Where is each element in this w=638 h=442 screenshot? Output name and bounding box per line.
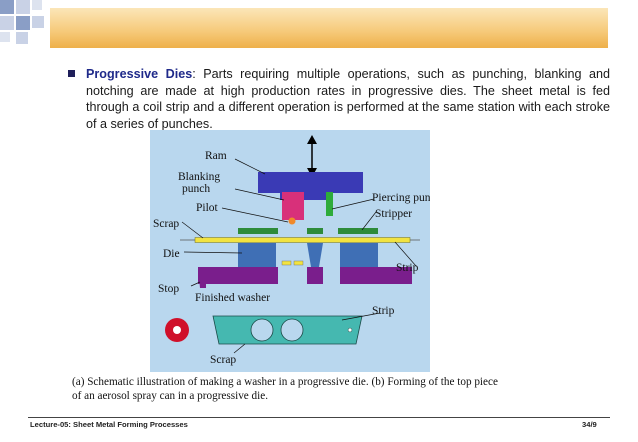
label-blanking: Blanking bbox=[178, 171, 220, 183]
bullet-term: Progressive Dies bbox=[86, 67, 193, 81]
stripper-right bbox=[338, 228, 378, 234]
label-stop: Stop bbox=[158, 283, 179, 295]
label-punch: punch bbox=[182, 183, 210, 195]
label-scrap-top: Scrap bbox=[153, 218, 179, 230]
pilot bbox=[288, 217, 296, 225]
blanking-punch bbox=[282, 192, 304, 220]
ram-holder bbox=[280, 193, 332, 200]
bullet-paragraph: Progressive Dies: Parts requiring multip… bbox=[86, 66, 610, 133]
ram-motion-arrow bbox=[307, 135, 317, 177]
caption-line-1: (a) Schematic illustration of making a w… bbox=[72, 376, 498, 388]
label-die: Die bbox=[163, 248, 180, 260]
stripper-middle bbox=[307, 228, 323, 234]
progressive-die-diagram: Ram Blanking punch Pilot Scrap Die Stop … bbox=[153, 135, 430, 366]
progressive-die-figure: Ram Blanking punch Pilot Scrap Die Stop … bbox=[150, 130, 430, 372]
header-bar bbox=[50, 8, 608, 48]
label-pilot: Pilot bbox=[196, 202, 219, 214]
stop bbox=[198, 267, 206, 288]
label-scrap-bottom: Scrap bbox=[210, 354, 236, 366]
square-bullet-icon bbox=[68, 70, 75, 77]
label-strip-bottom: Strip bbox=[372, 305, 395, 317]
caption-line-2: of an aerosol spray can in a progressive… bbox=[72, 389, 269, 402]
die-left bbox=[238, 243, 276, 267]
figure-caption: (a) Schematic illustration of making a w… bbox=[72, 376, 572, 403]
label-piercing-punch: Piercing punch bbox=[372, 192, 430, 204]
ram bbox=[258, 172, 363, 193]
label-finished-washer: Finished washer bbox=[195, 292, 270, 304]
leader-lines bbox=[181, 158, 417, 354]
label-stripper: Stripper bbox=[375, 208, 412, 220]
bullet-item: Progressive Dies: Parts requiring multip… bbox=[68, 66, 610, 133]
footer-divider bbox=[28, 417, 610, 418]
die-base-left bbox=[198, 267, 278, 284]
die-right bbox=[340, 243, 378, 267]
page-number: 34/9 bbox=[582, 420, 597, 429]
piercing-punch bbox=[326, 192, 333, 216]
stripper-left bbox=[238, 228, 278, 234]
die-middle bbox=[307, 243, 323, 267]
label-ram: Ram bbox=[205, 150, 227, 162]
label-strip-right: Strip bbox=[396, 262, 419, 274]
strip bbox=[194, 237, 411, 243]
bullet-text: : Parts requiring multiple operations, s… bbox=[86, 67, 610, 132]
die-base-right bbox=[340, 267, 412, 284]
footer-title: Lecture-05: Sheet Metal Forming Processe… bbox=[30, 420, 188, 429]
die-base-middle bbox=[307, 267, 323, 284]
